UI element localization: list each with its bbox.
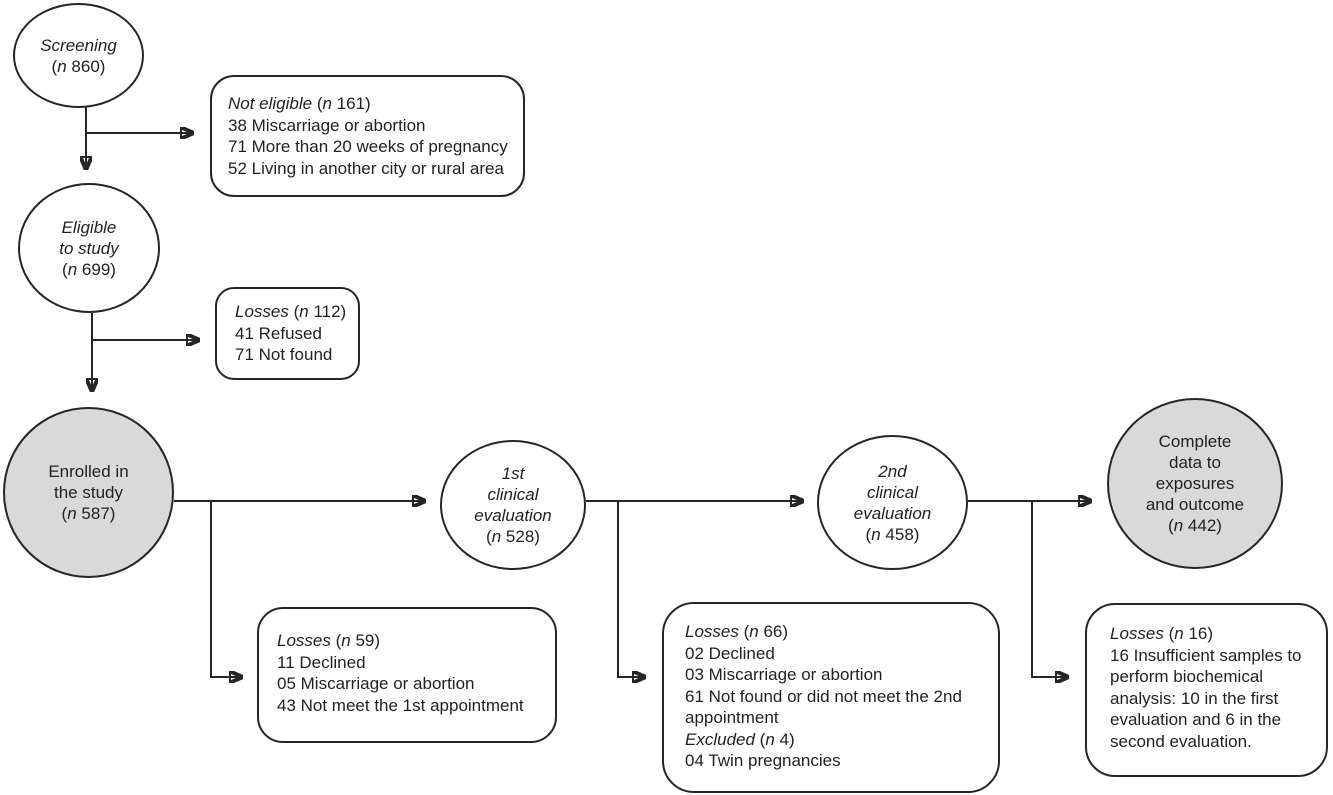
box-losses-16: Losses (n 16) 16 Insufficient samples to… bbox=[1085, 603, 1328, 777]
arrow-enrolled-to-losses-59 bbox=[210, 501, 241, 677]
box-losses-59: Losses (n 59) 11 Declined 05 Miscarriage… bbox=[257, 607, 557, 743]
node-first-clinical-evaluation: 1st clinical evaluation (n 528) bbox=[440, 440, 586, 570]
node-eligible-to-study: Eligible to study (n 699) bbox=[18, 183, 160, 313]
node-screening: Screening (n 860) bbox=[13, 3, 144, 108]
node-complete-data: Complete data to exposures and outcome (… bbox=[1107, 398, 1283, 569]
node-screening-label: Screening (n 860) bbox=[40, 35, 117, 76]
node-second-clinical-evaluation: 2nd clinical evaluation (n 458) bbox=[817, 435, 968, 570]
node-eval2-label: 2nd clinical evaluation (n 458) bbox=[853, 461, 932, 544]
arrow-eval2-to-losses-16 bbox=[1031, 501, 1067, 677]
node-enrolled-in-study: Enrolled in the study (n 587) bbox=[3, 407, 174, 578]
box-not-eligible-text: Not eligible (n 161) 38 Miscarriage or a… bbox=[228, 94, 508, 178]
box-losses-59-text: Losses (n 59) 11 Declined 05 Miscarriage… bbox=[277, 631, 524, 715]
box-losses-112: Losses (n 112) 41 Refused 71 Not found bbox=[215, 287, 360, 380]
node-enrolled-label: Enrolled in the study (n 587) bbox=[48, 462, 129, 523]
box-losses-112-text: Losses (n 112) 41 Refused 71 Not found bbox=[235, 302, 347, 364]
node-eligible-label: Eligible to study (n 699) bbox=[59, 217, 119, 279]
node-complete-label: Complete data to exposures and outcome (… bbox=[1145, 432, 1245, 535]
box-losses-66-text: Losses (n 66) 02 Declined 03 Miscarriage… bbox=[685, 622, 962, 770]
box-not-eligible: Not eligible (n 161) 38 Miscarriage or a… bbox=[210, 75, 525, 197]
box-losses-16-text: Losses (n 16) 16 Insufficient samples to… bbox=[1110, 624, 1302, 751]
box-losses-66: Losses (n 66) 02 Declined 03 Miscarriage… bbox=[662, 602, 1000, 793]
arrow-eval1-to-losses-66 bbox=[617, 501, 644, 677]
node-eval1-label: 1st clinical evaluation (n 528) bbox=[474, 464, 552, 546]
